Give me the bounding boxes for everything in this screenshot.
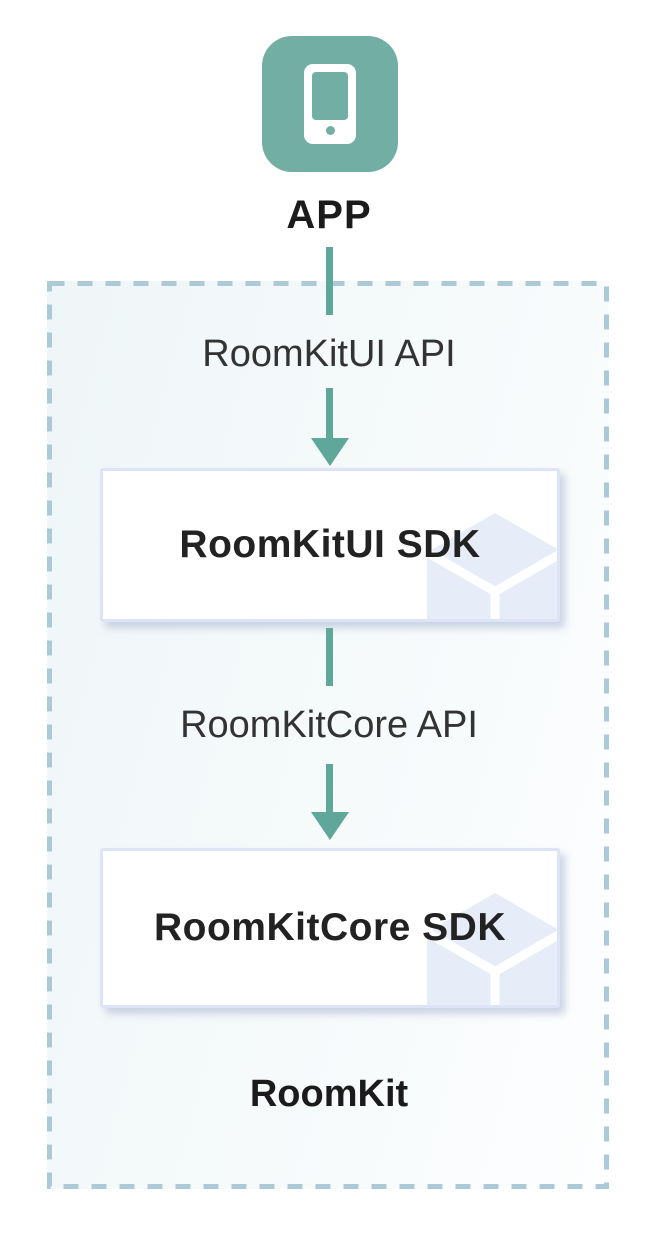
- sdk-box-label: RoomKitUI SDK: [179, 523, 481, 566]
- roomkitcore-sdk-box: RoomKitCore SDK: [100, 848, 560, 1008]
- phone-home-button: [325, 126, 335, 135]
- roomkitcore-api-arrow-line: [326, 764, 333, 814]
- roomkitui-api-arrow-line: [326, 388, 333, 440]
- app-icon: [262, 36, 398, 172]
- cube-icon: [424, 893, 557, 1005]
- arrow-head-icon: [311, 438, 349, 466]
- phone-screen: [312, 72, 348, 120]
- dashed-border: [47, 281, 609, 1189]
- cube-icon: [424, 513, 557, 619]
- connector-sdk1-line: [326, 628, 333, 686]
- sdk-box-label: RoomKitCore SDK: [153, 906, 506, 949]
- connector-app-line: [326, 247, 333, 315]
- arrow-head-icon: [311, 812, 349, 840]
- mobile-phone-icon: [304, 64, 356, 144]
- roomkitcore-api-label: RoomKitCore API: [180, 704, 478, 746]
- roomkit-label: RoomKit: [249, 1073, 409, 1115]
- app-label: APP: [286, 193, 372, 237]
- roomkitui-sdk-box: RoomKitUI SDK: [100, 468, 560, 622]
- roomkitui-api-label: RoomKitUI API: [202, 333, 456, 375]
